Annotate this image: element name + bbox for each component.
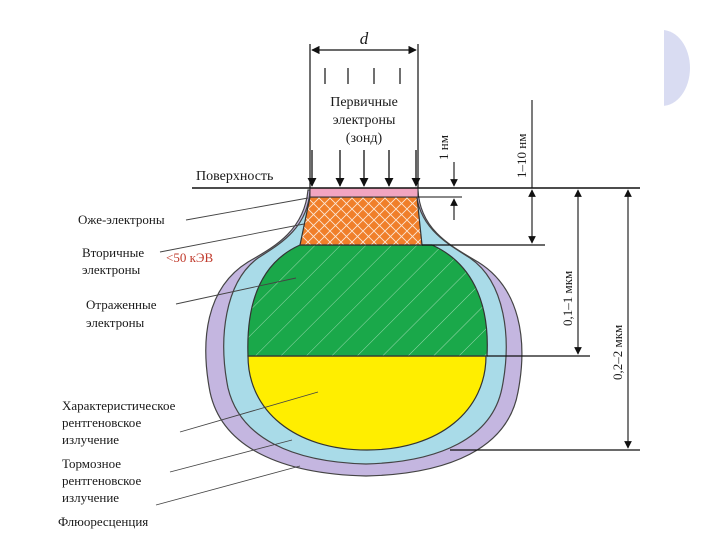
- slide-corner-decoration: [662, 30, 690, 106]
- dim-02-2um-label: 0,2–2 мкм: [610, 325, 625, 380]
- brems-label-3: излучение: [62, 490, 119, 505]
- characteristic-label-2: рентгеновское: [62, 415, 141, 430]
- characteristic-label-3: излучение: [62, 432, 119, 447]
- brems-label-2: рентгеновское: [62, 473, 141, 488]
- characteristic-xray-zone: [247, 355, 487, 451]
- characteristic-leader: [179, 391, 319, 433]
- reflected-electrons-zone: [247, 244, 488, 357]
- dim-01-1um-label: 0,1–1 мкм: [560, 271, 575, 326]
- dim-1-10nm-label: 1–10 нм: [514, 134, 529, 178]
- primary-electrons-label-3: (зонд): [346, 131, 383, 146]
- fluorescence-label: Флюоресценция: [58, 514, 148, 529]
- fluorescence-leader: [155, 465, 301, 506]
- reflected-label-1: Отраженные: [86, 297, 157, 312]
- primary-electrons-label-2: электроны: [333, 113, 396, 128]
- characteristic-label-1: Характеристическое: [62, 398, 176, 413]
- reflected-leader: [175, 277, 297, 305]
- secondary-leader: [159, 223, 305, 253]
- secondary-energy-label: <50 кЭВ: [166, 250, 213, 265]
- auger-secondary-zone: [299, 196, 423, 246]
- dim-1nm-label: 1 нм: [436, 135, 451, 160]
- secondary-label-2: электроны: [82, 262, 141, 277]
- secondary-label-1: Вторичные: [82, 245, 144, 260]
- d-label: d: [360, 29, 369, 48]
- brems-label-1: Тормозное: [62, 456, 121, 471]
- surface-layer: [309, 187, 419, 198]
- surface-label: Поверхность: [196, 169, 273, 184]
- reflected-label-2: электроны: [86, 315, 145, 330]
- auger-leader: [185, 197, 309, 221]
- brems-leader: [169, 439, 293, 473]
- auger-label: Оже-электроны: [78, 212, 165, 227]
- primary-electrons-label-1: Первичные: [330, 95, 398, 110]
